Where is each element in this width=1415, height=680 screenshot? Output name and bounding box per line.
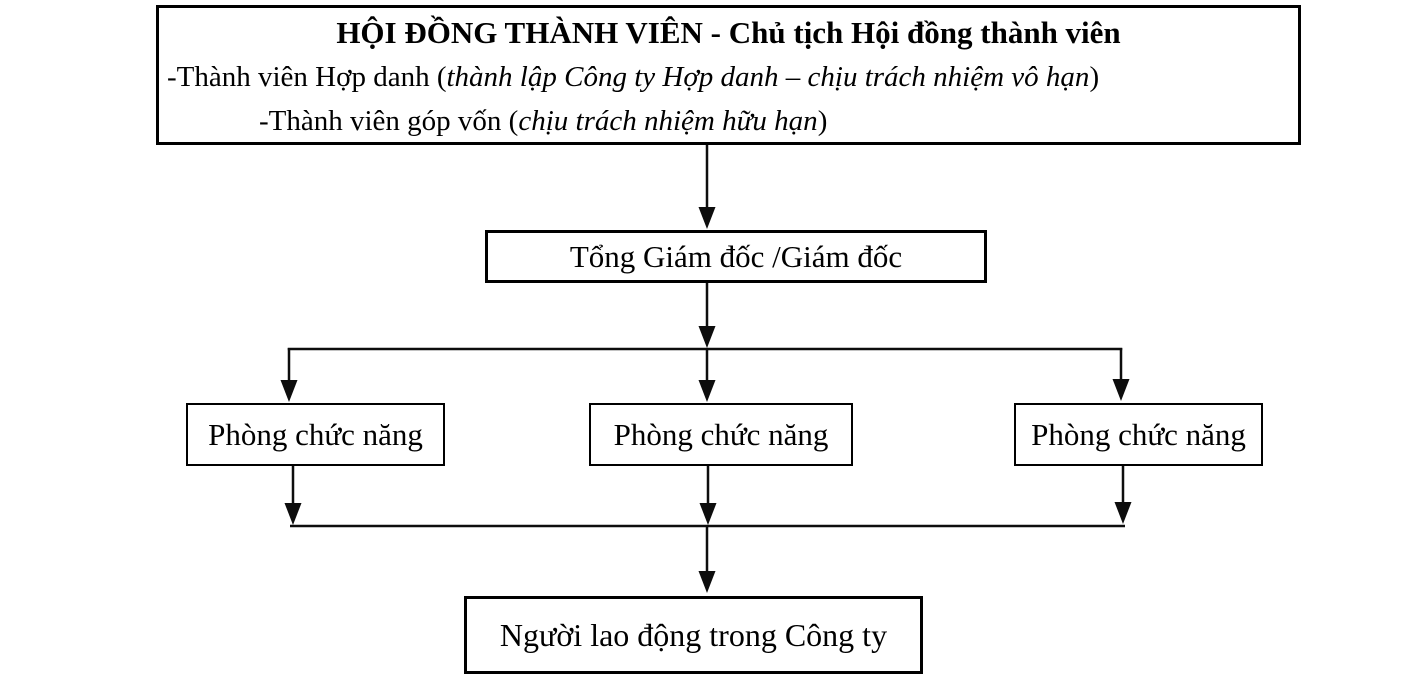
members-council-box: HỘI ĐỒNG THÀNH VIÊN - Chủ tịch Hội đồng … bbox=[156, 5, 1301, 145]
capital-line-suffix: ) bbox=[817, 105, 828, 137]
arrow-department-2-to-merge-bar bbox=[699, 466, 717, 525]
director-box: Tổng Giám đốc /Giám đốc bbox=[485, 230, 987, 283]
employees-label: Người lao động trong Công ty bbox=[499, 616, 888, 653]
members-council-title: HỘI ĐỒNG THÀNH VIÊN - Chủ tịch Hội đồng … bbox=[336, 15, 1121, 50]
department-label: Phòng chức năng bbox=[208, 416, 423, 452]
capital-line-prefix: -Thành viên góp vốn ( bbox=[259, 105, 519, 137]
department-box-2: Phòng chức năng bbox=[589, 403, 853, 466]
members-council-partner-line: -Thành viên Hợp danh (thành lập Công ty … bbox=[167, 55, 1290, 99]
arrow-branch-to-department-3 bbox=[1112, 348, 1130, 401]
arrow-branch-to-department-1 bbox=[280, 348, 298, 402]
department-box-1: Phòng chức năng bbox=[186, 403, 445, 466]
director-label: Tổng Giám đốc /Giám đốc bbox=[569, 238, 903, 274]
capital-line-italic: chịu trách nhiệm hữu hạn bbox=[518, 105, 818, 137]
partner-line-prefix: -Thành viên Hợp danh ( bbox=[167, 61, 447, 93]
partner-line-suffix: ) bbox=[1089, 61, 1100, 93]
department-label: Phòng chức năng bbox=[613, 416, 829, 452]
arrow-branch-to-department-2 bbox=[698, 349, 716, 402]
arrow-merge-bar-to-employees bbox=[698, 527, 716, 593]
employees-box: Người lao động trong Công ty bbox=[464, 596, 923, 674]
arrow-department-1-to-merge-bar bbox=[284, 466, 302, 525]
partner-line-italic: thành lập Công ty Hợp danh – chịu trách … bbox=[446, 61, 1090, 93]
arrow-department-3-to-merge-bar bbox=[1114, 466, 1132, 524]
arrow-council-to-director bbox=[698, 145, 716, 229]
arrow-director-to-branch-bar bbox=[698, 283, 716, 348]
members-council-capital-line: -Thành viên góp vốn (chịu trách nhiệm hữ… bbox=[167, 99, 1290, 143]
department-box-3: Phòng chức năng bbox=[1014, 403, 1263, 466]
department-label: Phòng chức năng bbox=[1031, 416, 1246, 452]
